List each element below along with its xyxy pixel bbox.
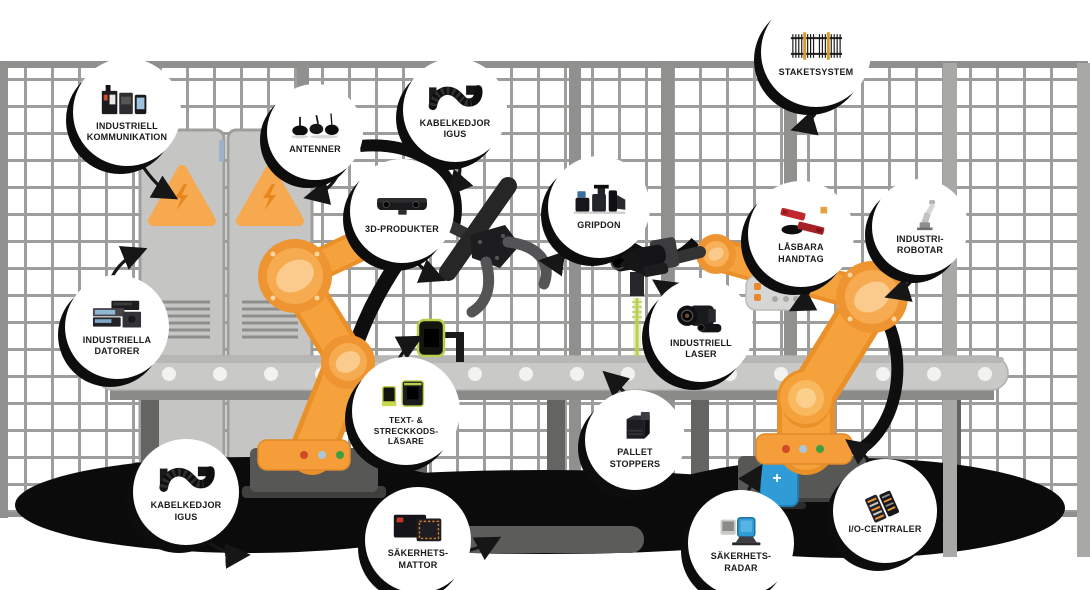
callout-arrow [110, 246, 148, 279]
indicator-blue [799, 445, 807, 453]
callout-arrow [884, 270, 919, 302]
industrial-computers-icon [87, 297, 147, 334]
barcode-readers-icon [375, 375, 437, 414]
indicator-green [336, 451, 344, 459]
callout-sakerhets-radar[interactable]: SÄKERHETS- RADAR [688, 490, 794, 590]
callout-label: TEXT- & STRECKKODS- LÄSARE [373, 415, 439, 447]
fence-top-rail [0, 61, 1088, 68]
indicator-red [300, 451, 308, 459]
callout-industriell-laser[interactable]: INDUSTRIELL LASER [649, 278, 753, 382]
callout-label: ANTENNER [289, 144, 341, 155]
callout-label: KABELKEDJOR IGUS [419, 117, 491, 139]
callout-industriell-kommunikation[interactable]: INDUSTRIELL KOMMUNIKATION [73, 58, 181, 166]
callout-industri-robotar[interactable]: INDUSTRI- ROBOTAR [872, 179, 968, 275]
warning-triangle-icon [236, 165, 304, 226]
callout-pallet-stoppers[interactable]: PALLET STOPPERS [585, 390, 685, 490]
callout-gripdon[interactable]: GRIPDON [548, 156, 650, 258]
indicator-green [816, 445, 824, 453]
callout-arrow [205, 539, 251, 569]
callout-sakerhets-mattor[interactable]: SÄKERHETS- MATTOR [365, 487, 471, 590]
antennas-icon [288, 108, 343, 143]
indicator-red [782, 445, 790, 453]
fence-posts-front [943, 63, 1090, 557]
callout-arrow [790, 102, 822, 136]
callout-text-streckkodslasare[interactable]: TEXT- & STRECKKODS- LÄSARE [352, 357, 460, 465]
pallet-stopper-icon [607, 410, 664, 446]
callout-lasbara-handtag[interactable]: LÅSBARA HANDTAG [748, 181, 854, 287]
robot-cable [359, 139, 462, 234]
callout-label: 3D-PRODUKTER [365, 224, 439, 235]
industrial-robot-icon [893, 198, 948, 233]
callout-kabelkedjor-igus-top[interactable]: KABELKEDJOR IGUS [403, 58, 507, 162]
callout-label: GRIPDON [577, 220, 621, 231]
3d-camera-icon [372, 186, 432, 223]
callout-arrow [303, 172, 340, 205]
callout-label: SÄKERHETS- MATTOR [387, 548, 449, 570]
callout-label: LÅSBARA HANDTAG [778, 242, 824, 264]
cable-chains-icon [425, 80, 485, 117]
callout-arrow [446, 158, 474, 197]
gripper-tool [424, 177, 552, 318]
barcode-reader-device [416, 318, 464, 362]
callout-arrow [738, 463, 763, 494]
conveyor [95, 355, 1009, 400]
callout-label: STAKETSYSTEM [778, 66, 854, 77]
robot-joint [321, 335, 375, 389]
callout-arrow [138, 160, 179, 200]
callout-arrow [538, 250, 576, 277]
callout-industriella-datorer[interactable]: INDUSTRIELLA DATORER [65, 275, 169, 379]
callout-label: INDUSTRI- ROBOTAR [896, 233, 944, 255]
callout-label: INDUSTRIELL KOMMUNIKATION [86, 120, 168, 142]
callout-3d-produkter[interactable]: 3D-PRODUKTER [350, 159, 454, 263]
robot-joint [836, 261, 908, 333]
callout-antenner[interactable]: ANTENNER [267, 84, 363, 180]
safety-mats-icon [388, 509, 449, 547]
cable-chains-icon [156, 461, 217, 499]
lockable-handles-icon [771, 203, 832, 241]
callout-label: PALLET STOPPERS [609, 447, 661, 469]
callout-arrow [615, 247, 646, 276]
io-centrals-icon [855, 486, 915, 523]
robot-joint [696, 234, 736, 274]
callout-label: KABELKEDJOR IGUS [150, 500, 222, 522]
safety-mat [452, 526, 644, 553]
callout-arrow [394, 335, 424, 361]
callout-label: INDUSTRIELLA DATORER [82, 334, 152, 356]
grippers-icon [570, 182, 629, 219]
indicator-blue [318, 451, 326, 459]
callout-arrow [788, 282, 818, 312]
callout-label: INDUSTRIELL LASER [670, 337, 732, 359]
callout-staketsystem[interactable]: STAKETSYSTEM [761, 0, 871, 107]
safety-radar-icon [711, 512, 772, 550]
callout-kabelkedjor-igus-bottom[interactable]: KABELKEDJOR IGUS [133, 439, 239, 545]
robot-joint [258, 239, 332, 313]
callout-label: I/O-CENTRALER [848, 524, 922, 535]
cabinet-hinge [219, 140, 224, 162]
callout-io-centraler[interactable]: I/O-CENTRALER [833, 459, 937, 563]
industrial-laser-icon [671, 300, 731, 337]
industrial-communication-icon [96, 81, 158, 120]
fence-system-icon [785, 26, 848, 66]
callout-label: SÄKERHETS- RADAR [710, 551, 772, 573]
